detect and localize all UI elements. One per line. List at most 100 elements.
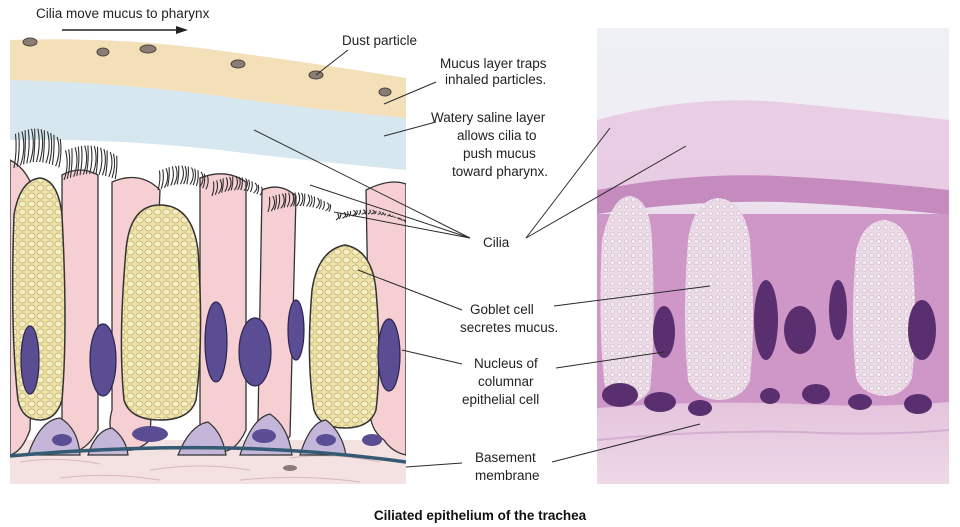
- micrograph-goblet: [685, 198, 753, 400]
- cilium-strand: [101, 148, 106, 176]
- cilium-strand: [35, 128, 40, 163]
- label-saline-line4: toward pharynx.: [452, 164, 548, 179]
- cilium-strand: [390, 215, 394, 218]
- label-nucleus-line2: columnar: [478, 374, 534, 389]
- cilium-strand: [45, 131, 50, 164]
- label-dust-particle: Dust particle: [342, 33, 417, 48]
- cilium-strand: [66, 149, 71, 180]
- cilium-strand: [48, 132, 53, 165]
- cilium-strand: [51, 134, 55, 166]
- cilium-strand: [76, 146, 80, 177]
- cilium-strand: [160, 169, 164, 189]
- cilium-strand: [283, 193, 287, 208]
- cilium-strand: [270, 195, 276, 212]
- cilium-strand: [233, 176, 239, 191]
- flow-arrow: [62, 26, 188, 34]
- micrograph-nucleus: [754, 280, 778, 360]
- cilium-strand: [402, 219, 406, 223]
- cilium-strand: [318, 199, 322, 210]
- cilium-strand: [29, 128, 34, 163]
- cilium-strand: [163, 167, 169, 188]
- cilium-strand: [377, 211, 381, 215]
- cilium-strand: [383, 213, 387, 216]
- cilium-strand: [173, 165, 178, 186]
- cilium-strand: [312, 196, 316, 208]
- micrograph-lamina: [597, 402, 949, 484]
- label-basement-line1: Basement: [475, 450, 536, 465]
- cilium-strand: [315, 197, 320, 209]
- cilium-strand: [111, 153, 116, 179]
- micrograph-panel: [596, 28, 950, 484]
- label-saline-line2: allows cilia to: [457, 128, 537, 143]
- cilium-strand: [259, 186, 263, 196]
- cilium-strand: [202, 173, 206, 189]
- cilium-strand: [302, 193, 306, 207]
- goblet-cell: [11, 177, 66, 421]
- micrograph-nucleus: [784, 306, 816, 354]
- cilium-strand: [321, 200, 325, 211]
- cilium-strand: [89, 145, 93, 175]
- cilium-strand: [183, 165, 187, 185]
- nucleus: [89, 323, 117, 397]
- cilium-strand: [305, 194, 311, 207]
- dust-particle: [96, 47, 110, 57]
- label-nucleus-line1: Nucleus of: [474, 356, 538, 371]
- cilium-strand: [361, 209, 366, 215]
- label-nucleus-line3: epithelial cell: [462, 392, 539, 407]
- micrograph-nuclei: [602, 280, 936, 416]
- cilium-strand: [309, 195, 313, 208]
- cilium-strand: [354, 209, 358, 216]
- micrograph-nucleus: [908, 300, 936, 360]
- cilium-strand: [296, 192, 301, 207]
- cilium-strand: [26, 129, 30, 164]
- cilium-strand: [293, 192, 296, 207]
- cilium-strand: [55, 136, 60, 167]
- goblet-cell: [308, 244, 380, 429]
- cilium-strand: [205, 175, 209, 190]
- mucus-layer: [10, 39, 406, 119]
- cilium-strand: [69, 148, 73, 178]
- cilium-strand: [189, 167, 194, 185]
- cilium-strand: [325, 202, 330, 212]
- cilium-strand: [23, 130, 26, 165]
- goblet-cell: [120, 204, 202, 421]
- cilium-strand: [214, 180, 219, 196]
- cilium-strand: [399, 218, 403, 221]
- basement-membrane: [10, 445, 406, 464]
- cilium-strand: [374, 210, 377, 215]
- cilium-strand: [256, 184, 260, 195]
- cilium-strand: [186, 166, 189, 185]
- cilium-strand: [380, 211, 385, 216]
- cilium-strand: [338, 212, 342, 220]
- cilium-strand: [253, 182, 258, 194]
- nucleus: [377, 318, 401, 392]
- cilia: [13, 128, 406, 223]
- dust-particle: [230, 59, 246, 69]
- micrograph-goblet: [600, 196, 654, 404]
- saline-layer: [10, 80, 406, 170]
- cilium-strand: [32, 128, 36, 163]
- cilium-strand: [92, 145, 97, 175]
- cilium-strand: [179, 165, 184, 185]
- cilium-strand: [277, 194, 281, 210]
- dust-particle: [22, 37, 38, 47]
- cilium-strand: [364, 209, 368, 215]
- nucleus: [20, 325, 40, 395]
- cilium-strand: [249, 181, 253, 193]
- cilium-strand: [387, 214, 391, 217]
- cilium-strand: [176, 165, 180, 185]
- cilium-strand: [108, 151, 113, 178]
- cilium-strand: [246, 179, 250, 192]
- dust-particle: [378, 87, 392, 97]
- cilium-strand: [342, 211, 347, 219]
- dust-particle: [139, 44, 157, 54]
- illustration-panel: [10, 37, 406, 484]
- cilium-strand: [63, 150, 68, 181]
- cilium-strand: [85, 145, 89, 175]
- label-saline-line1: Watery saline layer: [431, 110, 546, 125]
- cilium-strand: [358, 209, 361, 216]
- cilium-strand: [280, 193, 285, 209]
- cilium-strand: [217, 179, 223, 195]
- label-mucus-layer-line2: inhaled particles.: [445, 72, 546, 87]
